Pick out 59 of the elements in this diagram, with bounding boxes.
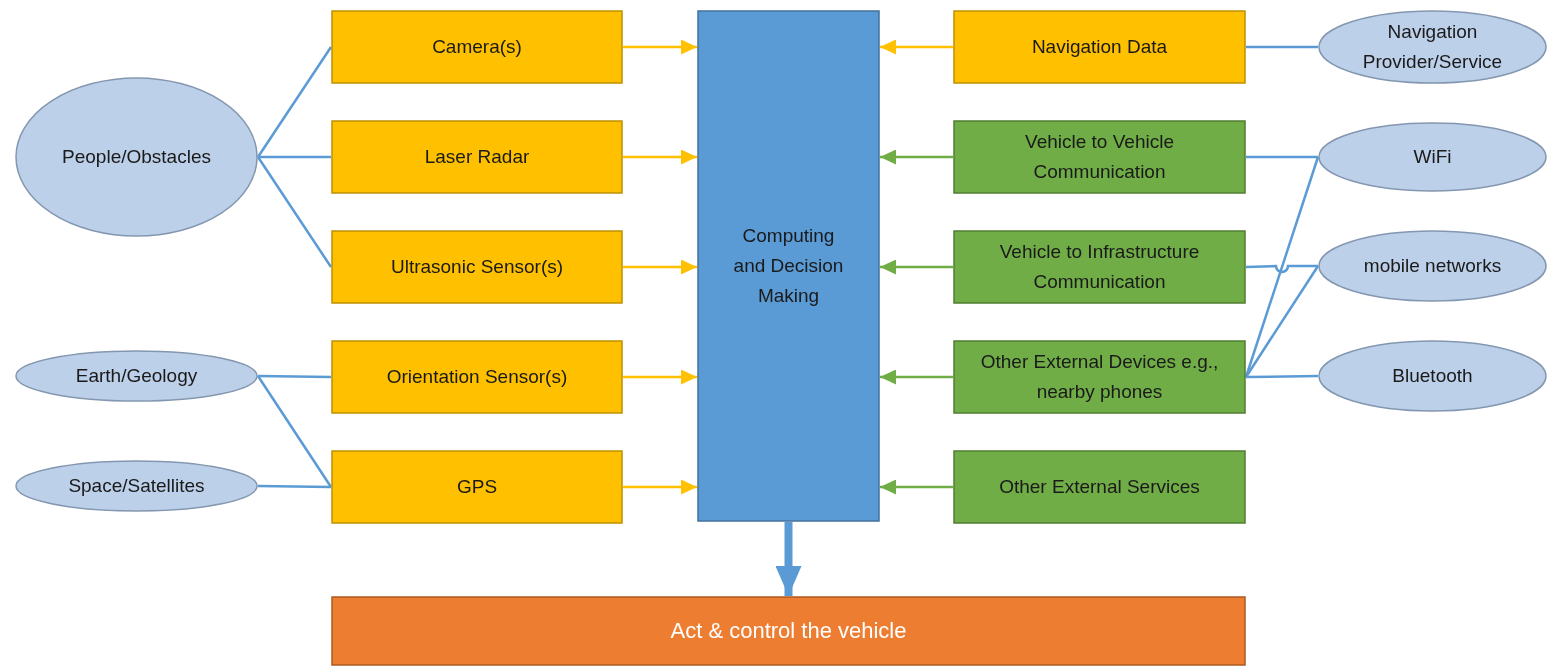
arrow xyxy=(623,259,697,275)
connector-line xyxy=(256,156,333,268)
source-ellipse xyxy=(1318,340,1547,412)
connector-line xyxy=(256,375,333,488)
connector-line xyxy=(1246,45,1318,49)
connector-line xyxy=(256,46,333,158)
node-label: mobile networks xyxy=(1362,254,1503,278)
connector-line xyxy=(1246,155,1318,159)
node-label: Bluetooth xyxy=(1391,364,1474,388)
arrow xyxy=(623,149,697,165)
arrow xyxy=(880,369,953,385)
node-label: Vehicle to Vehicle Communication xyxy=(1024,130,1175,184)
node-label: Space/Satellites xyxy=(67,474,206,498)
sensor-box xyxy=(331,450,623,524)
communication-box xyxy=(953,450,1246,524)
arrow xyxy=(880,259,953,275)
arrow xyxy=(880,149,953,165)
source-ellipse xyxy=(15,77,258,237)
arrow xyxy=(880,479,953,495)
arrow xyxy=(775,522,802,596)
source-ellipse xyxy=(15,460,258,512)
node-label: Other External Services xyxy=(998,475,1201,499)
node-label: People/Obstacles xyxy=(61,145,212,169)
node-label: Camera(s) xyxy=(431,35,523,59)
arrow xyxy=(623,39,697,55)
arrow xyxy=(880,39,953,55)
sensor-box xyxy=(331,340,623,414)
source-ellipse xyxy=(15,350,258,402)
sensor-box xyxy=(953,10,1246,84)
node-label: Laser Radar xyxy=(423,145,531,169)
node-label: Navigation Provider/Service xyxy=(1361,20,1504,74)
action-box xyxy=(331,596,1246,666)
node-label: Orientation Sensor(s) xyxy=(385,365,569,389)
node-label: Other External Devices e.g., nearby phones xyxy=(979,350,1220,404)
source-ellipse xyxy=(1318,10,1547,84)
communication-box xyxy=(953,230,1246,304)
sensor-box xyxy=(331,10,623,84)
connector-line xyxy=(1246,374,1318,379)
node-label: Computing and Decision Making xyxy=(732,224,845,308)
node-label: Earth/Geology xyxy=(74,364,199,388)
sensor-box xyxy=(331,120,623,194)
node-label: Vehicle to Infrastructure Communication xyxy=(998,240,1201,294)
node-label: WiFi xyxy=(1412,145,1453,169)
source-ellipse xyxy=(1318,122,1547,192)
connector-line xyxy=(1245,264,1318,274)
arrow xyxy=(623,369,697,385)
node-label: Act & control the vehicle xyxy=(669,617,908,645)
connector-line xyxy=(258,484,331,489)
source-ellipse xyxy=(1318,230,1547,302)
process-box xyxy=(697,10,880,522)
communication-box xyxy=(953,340,1246,414)
connector-line xyxy=(258,374,331,379)
arrow xyxy=(623,479,697,495)
node-label: GPS xyxy=(455,475,499,499)
node-label: Ultrasonic Sensor(s) xyxy=(389,255,565,279)
node-label: Navigation Data xyxy=(1030,35,1169,59)
sensor-box xyxy=(331,230,623,304)
communication-box xyxy=(953,120,1246,194)
connector-line xyxy=(258,155,331,159)
